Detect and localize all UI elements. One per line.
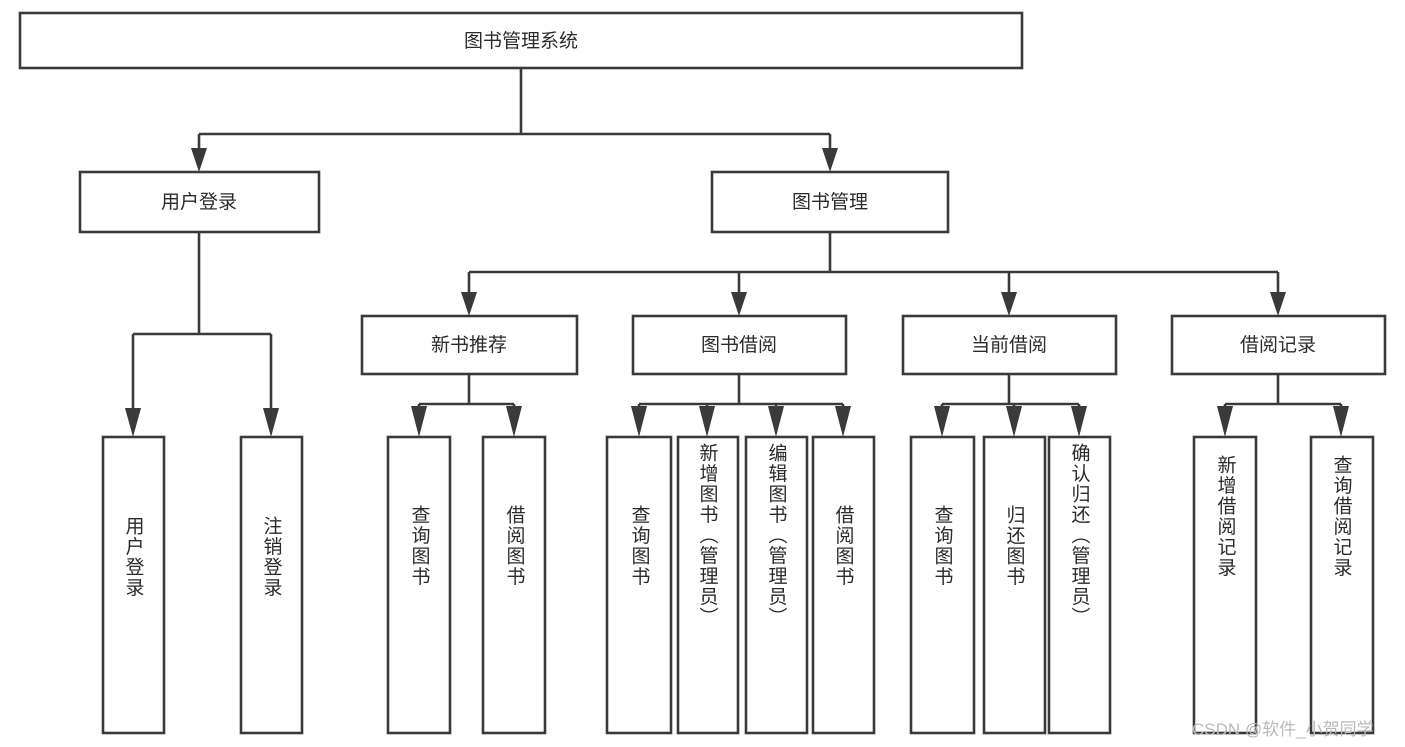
node-root[interactable]: 图书管理系统 — [18, 11, 1024, 70]
leaf-box-borrow-3[interactable] — [744, 435, 809, 735]
node-user-login[interactable]: 用户登录 — [78, 170, 321, 234]
node-current-borrow[interactable]: 当前借阅 — [901, 314, 1118, 376]
node-current-borrow-label: 当前借阅 — [971, 334, 1047, 356]
node-book-borrow-label: 图书借阅 — [701, 334, 777, 356]
arrow-head-leaf-rc-2 — [1333, 406, 1349, 437]
arrow-head-user-login — [191, 148, 207, 172]
leaf-box-new-book-2[interactable] — [481, 435, 547, 735]
leaf-box-user-login-1[interactable] — [101, 435, 166, 735]
arrow-head-leaf-cu-1 — [934, 406, 950, 437]
node-book-mgmt[interactable]: 图书管理 — [710, 170, 950, 234]
connector-group-new-book — [411, 374, 522, 437]
leaf-box-records-2[interactable] — [1309, 435, 1375, 735]
node-book-borrow[interactable]: 图书借阅 — [631, 314, 848, 376]
node-borrow-records-label: 借阅记录 — [1240, 334, 1316, 356]
node-book-mgmt-box[interactable] — [710, 170, 950, 234]
arrow-head-leaf-cu-2 — [1006, 406, 1022, 437]
node-user-login-box[interactable] — [78, 170, 321, 234]
arrow-head-leaf-br-1 — [631, 406, 647, 437]
arrow-head-leaf-cu-3 — [1071, 406, 1087, 437]
arrow-head-leaf-user-2 — [263, 408, 279, 437]
leaf-box-borrow-2[interactable] — [676, 435, 740, 735]
leaf-box-borrow-4[interactable] — [811, 435, 876, 735]
arrow-head-book-mgmt — [822, 148, 838, 172]
leaf-boxes-new-book — [386, 435, 547, 735]
connector-group-root — [191, 68, 838, 172]
leaf-box-new-book-1[interactable] — [386, 435, 452, 735]
leaf-boxes-current — [909, 435, 1112, 735]
leaf-boxes-records — [1192, 435, 1375, 735]
arrow-head-leaf-br-4 — [835, 406, 851, 437]
leaf-box-user-login-2[interactable] — [239, 435, 304, 735]
connector-group-borrow — [631, 374, 851, 437]
arrow-head-leaf-br-2 — [699, 406, 715, 437]
connector-group-current — [934, 374, 1087, 437]
node-new-book-box[interactable] — [360, 314, 579, 376]
node-root-label: 图书管理系统 — [464, 30, 578, 52]
arrow-head-new-book — [461, 292, 477, 316]
connector-group-records — [1217, 374, 1349, 437]
connector-group-user-login — [125, 232, 279, 437]
node-user-login-label: 用户登录 — [161, 191, 237, 213]
leaf-box-borrow-1[interactable] — [605, 435, 673, 735]
node-new-book[interactable]: 新书推荐 — [360, 314, 579, 376]
arrow-head-leaf-rc-1 — [1217, 406, 1233, 437]
leaf-boxes-borrow — [605, 435, 876, 735]
arrow-head-leaf-user-1 — [125, 408, 141, 437]
node-borrow-records[interactable]: 借阅记录 — [1170, 314, 1387, 376]
arrow-head-records — [1270, 292, 1286, 316]
leaf-box-current-2[interactable] — [982, 435, 1047, 735]
node-current-borrow-box[interactable] — [901, 314, 1118, 376]
leaf-boxes-user-login — [101, 435, 304, 735]
arrow-head-current — [1001, 292, 1017, 316]
leaf-box-current-1[interactable] — [909, 435, 976, 735]
arrow-head-borrow — [731, 292, 747, 316]
node-book-mgmt-label: 图书管理 — [792, 191, 868, 213]
node-root-box[interactable] — [18, 11, 1024, 70]
leaf-box-current-3[interactable] — [1047, 435, 1112, 735]
node-book-borrow-box[interactable] — [631, 314, 848, 376]
arrow-head-leaf-nb-2 — [506, 406, 522, 437]
arrow-head-leaf-br-3 — [768, 406, 784, 437]
node-new-book-label: 新书推荐 — [431, 334, 507, 356]
csdn-watermark: CSDN @软件_小贺同学 — [1192, 720, 1374, 739]
connector-group-book-mgmt — [461, 232, 1286, 316]
node-borrow-records-box[interactable] — [1170, 314, 1387, 376]
arrow-head-leaf-nb-1 — [411, 406, 427, 437]
leaf-box-records-1[interactable] — [1192, 435, 1258, 735]
